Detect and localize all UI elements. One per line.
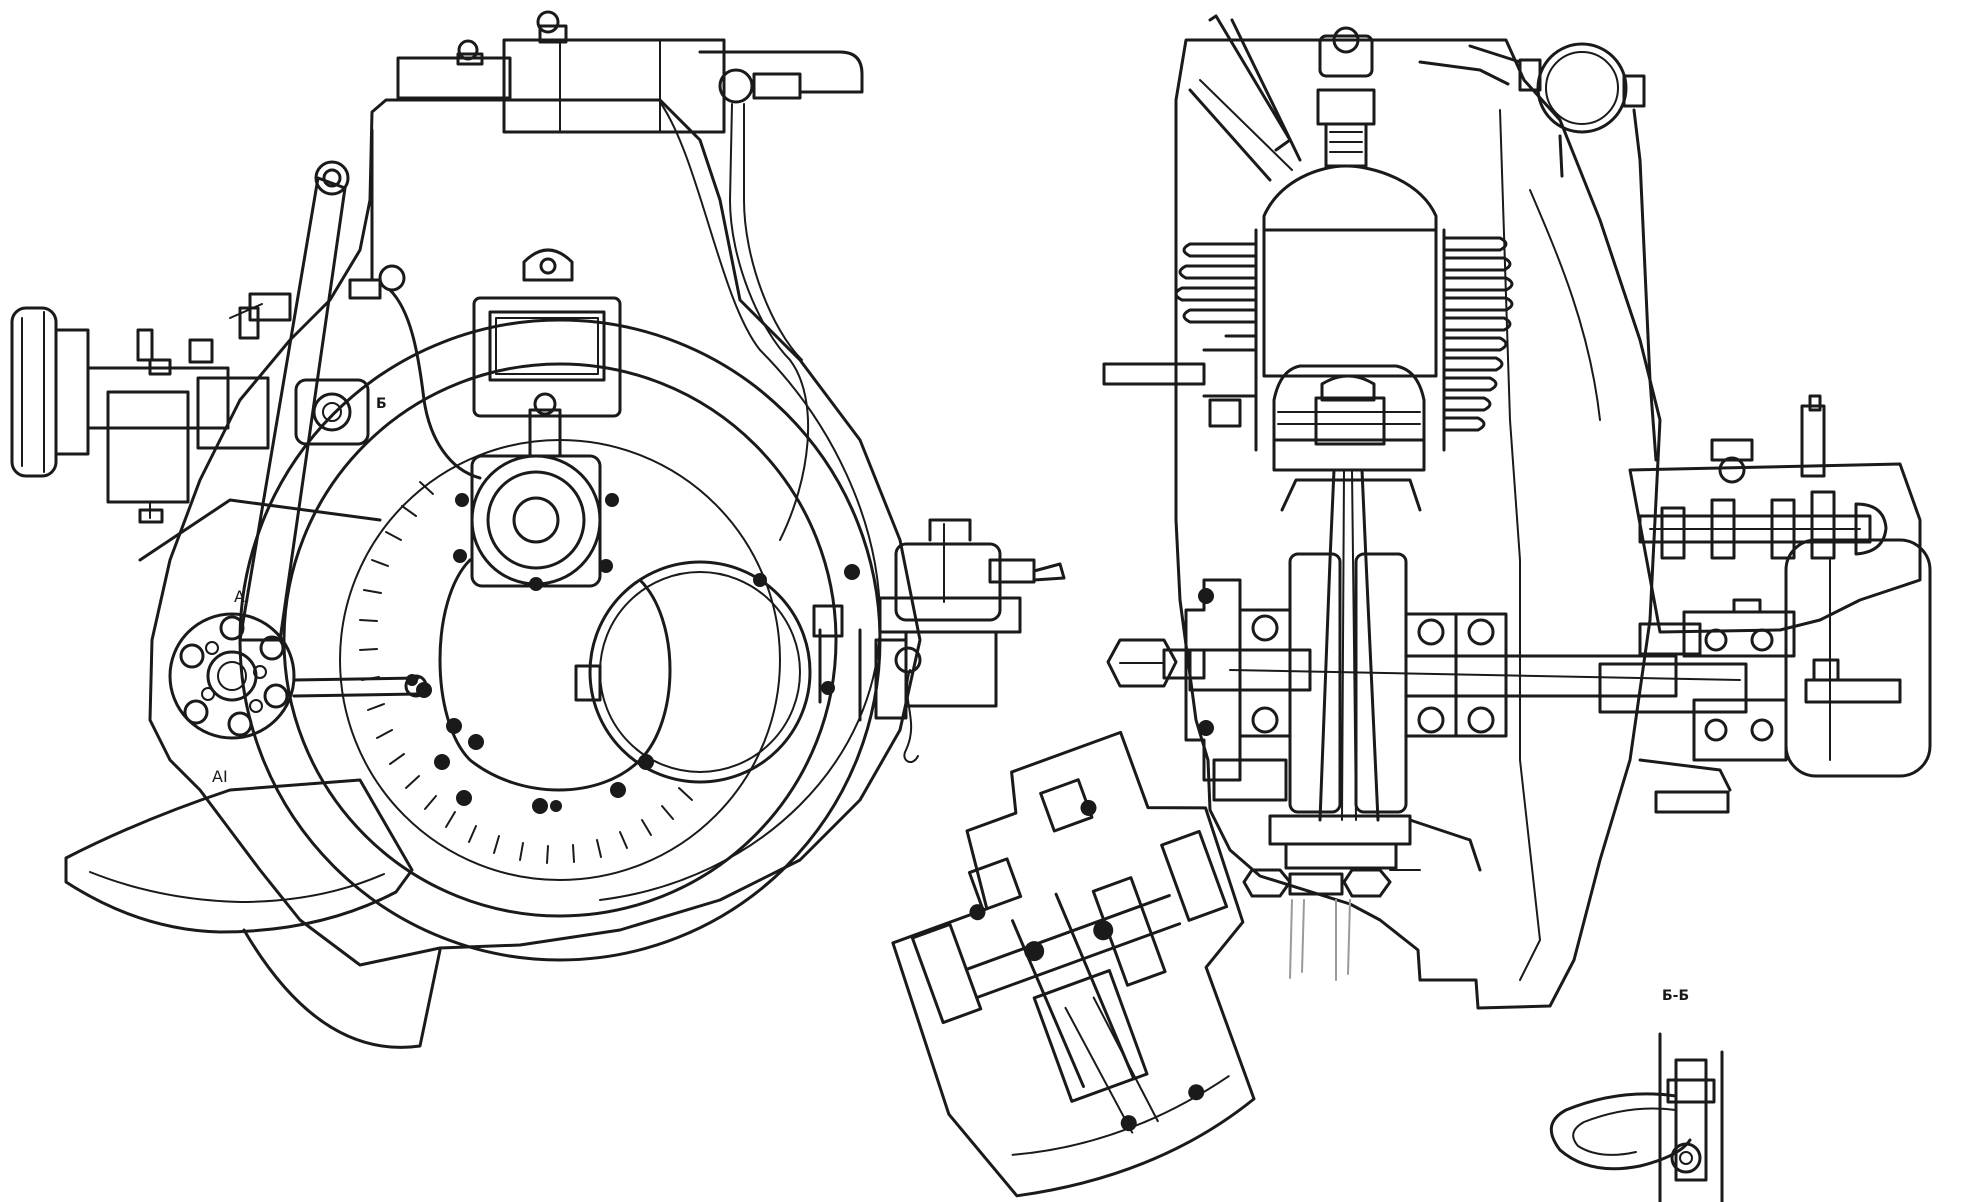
side-view-crankcase-outline — [148, 98, 922, 967]
side-view-air-filter — [574, 560, 844, 784]
section-view-spark-plug — [1316, 26, 1376, 168]
section-view-drain-bolts — [1242, 868, 1421, 981]
section-view-hex-nut — [1106, 638, 1206, 688]
side-view-fan-ring — [339, 439, 781, 881]
side-view-cylinder-head — [396, 10, 726, 134]
section-view-port-left — [1102, 348, 1258, 428]
view-label-a-top: AІ — [234, 587, 250, 606]
section-view-lower-housing-left — [1184, 578, 1288, 802]
side-view-crankcase-inner-curve — [599, 101, 881, 901]
side-view-lifting-lug — [522, 248, 574, 282]
side-view-fuel-pipe — [698, 50, 864, 94]
side-view-magneto-housing — [86, 306, 270, 524]
section-view-crankshaft — [1188, 648, 1748, 714]
section-label-b-b: Б-Б — [1662, 988, 1689, 1004]
section-view-exhaust-pipe — [1188, 14, 1302, 182]
side-view-flywheel — [10, 306, 90, 478]
side-view-breaker-housing — [406, 392, 672, 814]
view-label-a-bottom: AІ — [212, 767, 228, 786]
side-view-inspection-cover — [472, 296, 622, 418]
section-view-connecting-rod — [1318, 468, 1380, 822]
section-view-cooling-fins-right — [1442, 236, 1514, 432]
side-view-tap — [294, 378, 370, 446]
detail-view-gear-section — [891, 730, 1256, 1198]
section-view-piston — [1272, 364, 1426, 472]
section-view-gearbox — [1628, 394, 1922, 634]
section-view-combustion-chamber — [1262, 164, 1438, 232]
section-view-crankcase-outline — [1174, 38, 1662, 1010]
detail-view-b-b — [1549, 1032, 1724, 1202]
side-view-guard — [64, 778, 414, 934]
section-view-cooling-fins-left — [1174, 242, 1258, 338]
side-view-carburettor — [818, 518, 1066, 763]
section-mark: Б — [376, 396, 387, 412]
side-view-tie-rod — [292, 676, 420, 698]
section-view-sump — [1268, 814, 1482, 872]
side-view-engine: AІ AІ Б — [10, 10, 1066, 1049]
section-view-oil-tank — [1418, 42, 1658, 462]
section-view-lower-gears — [1638, 598, 1796, 814]
section-view-clutch-drum — [1784, 538, 1932, 778]
section-view-crank-webs — [1280, 478, 1422, 814]
side-view-starter-lever — [138, 160, 382, 642]
side-view-mounting-hub — [168, 612, 296, 740]
section-view-partition — [1499, 109, 1541, 981]
section-view-cylinder — [1254, 228, 1446, 452]
section-view-engine: Б-Б — [1102, 14, 1932, 1010]
